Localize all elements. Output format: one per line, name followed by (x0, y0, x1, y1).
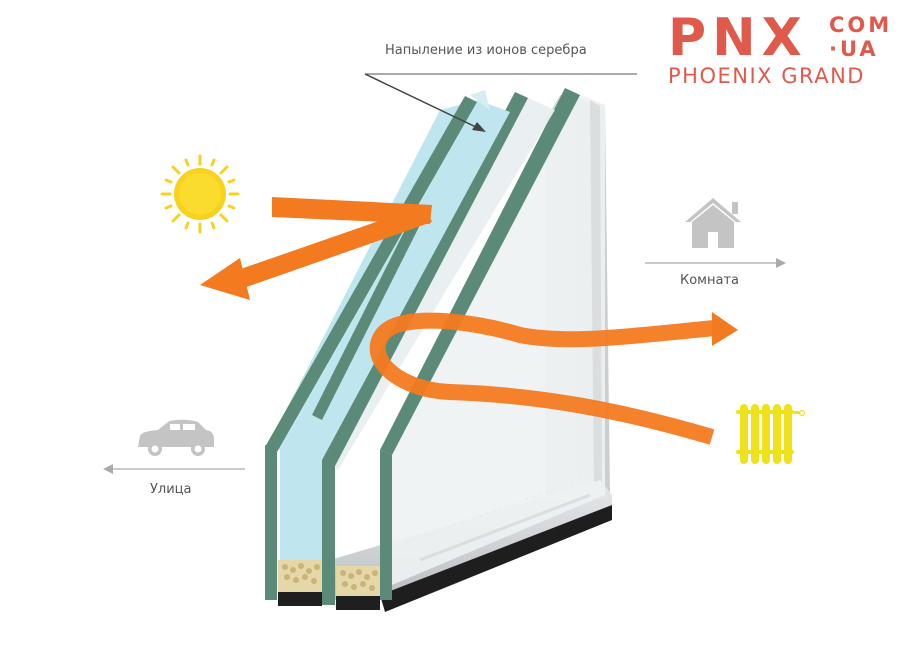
street-label: Улица (150, 482, 192, 497)
logo-domain-com: COM (829, 13, 893, 37)
desiccant-spacer (278, 560, 380, 610)
radiator-icon (736, 404, 806, 464)
glass-pane-middle (322, 92, 555, 605)
glass-pane-outer-coated (265, 90, 510, 600)
room-direction-arrow (645, 258, 786, 268)
room-label: Комната (680, 273, 739, 288)
coating-pointer (364, 73, 637, 132)
coating-label: Напыление из ионов серебра (385, 43, 587, 58)
logo-brand: PNX (668, 8, 808, 68)
heat-retention-arrow (369, 312, 716, 445)
reflected-sun-arrow (200, 197, 432, 300)
heat-arrow-head (712, 312, 738, 346)
car-icon (138, 419, 214, 456)
house-icon (685, 198, 741, 248)
sun-icon (160, 154, 240, 234)
logo-domain-ua: ·UA (829, 37, 879, 61)
logo-subtitle: PHOENIX GRAND (668, 64, 865, 88)
glass-pane-inner (380, 88, 605, 600)
street-direction-arrow (103, 464, 245, 474)
